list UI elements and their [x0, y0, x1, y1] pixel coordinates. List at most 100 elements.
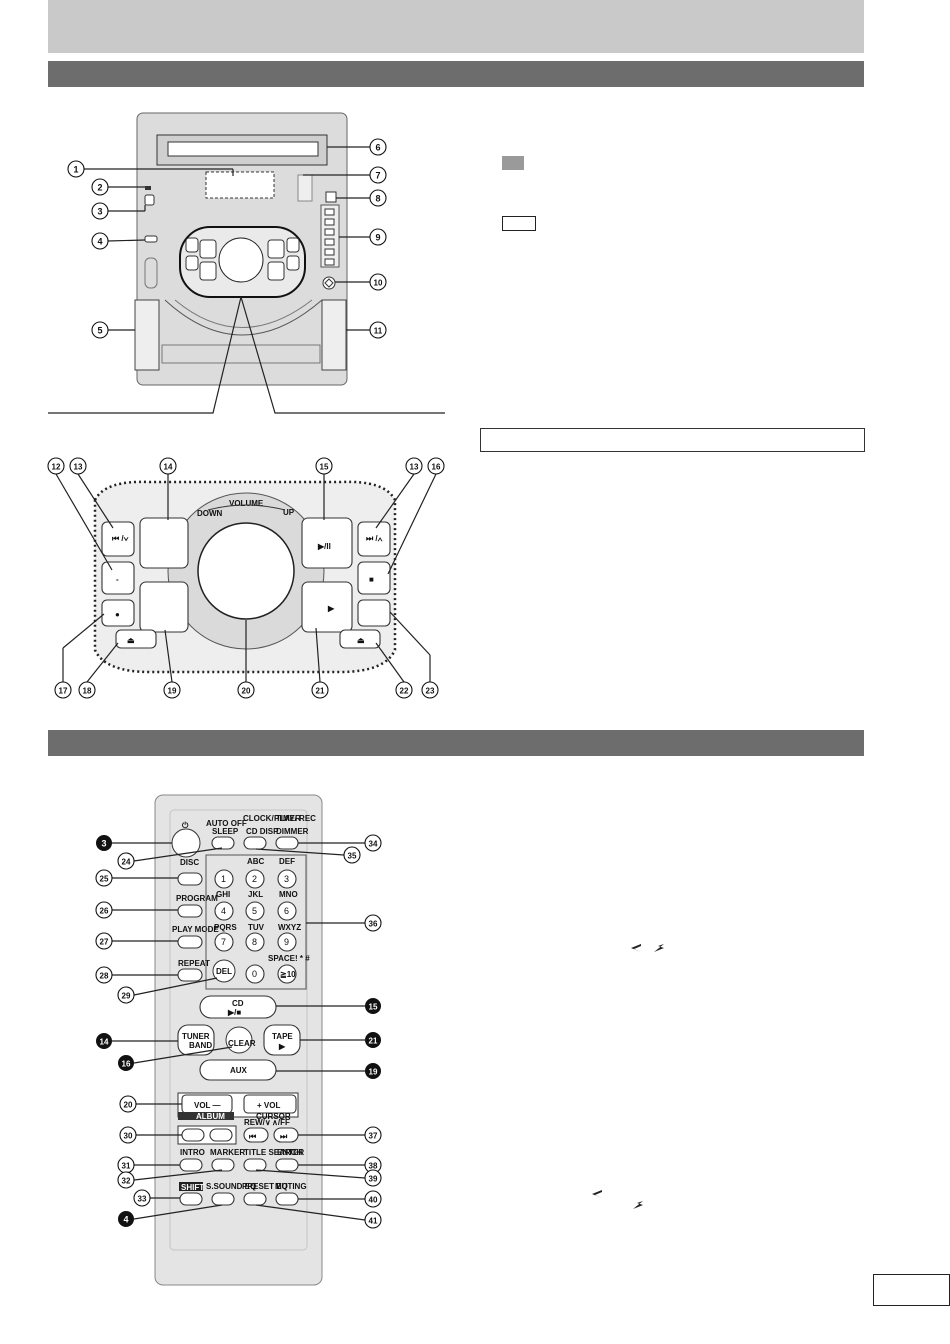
play-rec-label: PLAY/ REC: [274, 814, 316, 823]
control-panel-callout-label: 22: [400, 687, 409, 696]
record-button[interactable]: [101, 599, 135, 627]
sleep-button[interactable]: [211, 836, 235, 850]
aux-button[interactable]: [139, 581, 189, 633]
tape-play-symbol: ▶: [327, 604, 335, 613]
album-label: ALBUM: [196, 1112, 225, 1121]
control-panel-callout-label: 20: [242, 687, 251, 696]
tuner-button[interactable]: [177, 1024, 215, 1056]
remote-left-callout-label: 26: [100, 907, 109, 916]
enter-label: ENTER: [277, 1148, 304, 1157]
deck-button[interactable]: [357, 599, 391, 627]
clear-button[interactable]: [225, 1026, 253, 1054]
clock-timer-button[interactable]: [243, 836, 267, 850]
minus-symbol: -: [116, 575, 119, 584]
tape-play-button[interactable]: [301, 581, 353, 633]
remote-left-callout-circle: [96, 1033, 112, 1049]
control-panel-callout-label: 13: [74, 463, 83, 472]
marker-button[interactable]: [211, 1158, 235, 1172]
key-5[interactable]: [245, 901, 265, 921]
remote-right-callout-circle: [364, 1211, 382, 1229]
main-unit-figure: [48, 112, 445, 414]
s-sound-eq-button[interactable]: [211, 1192, 235, 1206]
disc-label: DISC: [180, 858, 199, 867]
album-down-button[interactable]: [181, 1128, 205, 1142]
title-search-button[interactable]: [243, 1158, 267, 1172]
main-unit-callout-label: 4: [97, 237, 102, 247]
cd-disp-label: CD DISP: [246, 827, 279, 836]
key-8[interactable]: [245, 932, 265, 952]
deck1-eject-button[interactable]: [115, 629, 157, 649]
page-header-band: [48, 0, 864, 53]
control-panel-callout-label: 14: [164, 463, 173, 472]
key-4-label: 4: [221, 906, 226, 916]
key-0[interactable]: [245, 964, 265, 984]
remote-right-callout-circle: [364, 914, 382, 932]
control-panel-callout-label: 13: [410, 463, 419, 472]
key-7[interactable]: [214, 932, 234, 952]
remote-left-callout-label: 29: [122, 992, 131, 1001]
main-unit-leader-lines: [84, 146, 370, 331]
auto-off-label: AUTO OFF: [206, 819, 247, 828]
program-button[interactable]: [177, 904, 203, 918]
preset-eq-button[interactable]: [243, 1192, 267, 1206]
remote-left-callout-label: 16: [122, 1060, 131, 1069]
main-unit-callout-circle: [91, 178, 109, 196]
key-10-plus[interactable]: [277, 964, 297, 984]
key-3[interactable]: [277, 869, 297, 889]
aux-remote-button[interactable]: [199, 1059, 277, 1081]
key-2-label: 2: [252, 874, 257, 884]
remote-left-callout-label: 28: [100, 972, 109, 981]
control-panel-callout-circle: [311, 681, 329, 699]
skip-next-button[interactable]: [357, 521, 391, 557]
skip-prev-button[interactable]: [101, 521, 135, 557]
remote-left-callout-circle: [118, 1211, 134, 1227]
tuner-label: TUNER: [182, 1032, 210, 1041]
ghi-label: GHI: [216, 890, 230, 899]
rew-button[interactable]: [243, 1127, 269, 1143]
key-9[interactable]: [277, 932, 297, 952]
repeat-button[interactable]: [177, 968, 203, 982]
control-panel-callout-label: 19: [168, 687, 177, 696]
minus-button[interactable]: [101, 561, 135, 595]
enter-button[interactable]: [275, 1158, 299, 1172]
key-2[interactable]: [245, 869, 265, 889]
key-5-label: 5: [252, 906, 257, 916]
remote-left-callout-circle: [117, 1171, 135, 1189]
key-3-label: 3: [284, 874, 289, 884]
disc-button[interactable]: [177, 872, 203, 886]
intro-label: INTRO: [180, 1148, 205, 1157]
del-button[interactable]: [212, 959, 236, 983]
remote-right-callout-circle: [364, 1190, 382, 1208]
deck2-eject-button[interactable]: [339, 629, 381, 649]
key-4[interactable]: [214, 901, 234, 921]
stop-button[interactable]: [357, 561, 391, 595]
remote-right-callout-circle: [364, 1169, 382, 1187]
key-6[interactable]: [277, 901, 297, 921]
intro-button[interactable]: [179, 1158, 203, 1172]
del-label: DEL: [216, 967, 232, 976]
volume-label: VOLUME: [229, 499, 264, 508]
shift-button[interactable]: [179, 1192, 203, 1206]
play-mode-button[interactable]: [177, 935, 203, 949]
play-mode-label: PLAY MODE: [172, 925, 219, 934]
cd-button[interactable]: [199, 995, 277, 1019]
title-search-label: TITLE SEARCH: [244, 1148, 302, 1157]
album-up-button[interactable]: [209, 1128, 233, 1142]
cd-play-pause-button[interactable]: [301, 517, 353, 569]
control-panel-callout-circle: [395, 681, 413, 699]
clear-label: CLEAR: [228, 1039, 256, 1048]
vol-plus-button[interactable]: [243, 1094, 297, 1114]
remote-right-callout-label: 19: [369, 1068, 378, 1077]
main-unit-callout-circle: [67, 160, 85, 178]
key-1[interactable]: [214, 869, 234, 889]
control-panel-callout-label: 16: [432, 463, 441, 472]
muting-button[interactable]: [275, 1192, 299, 1206]
band-button[interactable]: [139, 517, 189, 569]
volume-down-label: DOWN: [197, 509, 223, 518]
main-unit-callout-circle: [369, 189, 387, 207]
remote-left-callout-label: 4: [123, 1215, 128, 1225]
key-8-label: 8: [252, 937, 257, 947]
play-rec-button[interactable]: [275, 836, 299, 850]
legend-key-white: [502, 216, 536, 231]
